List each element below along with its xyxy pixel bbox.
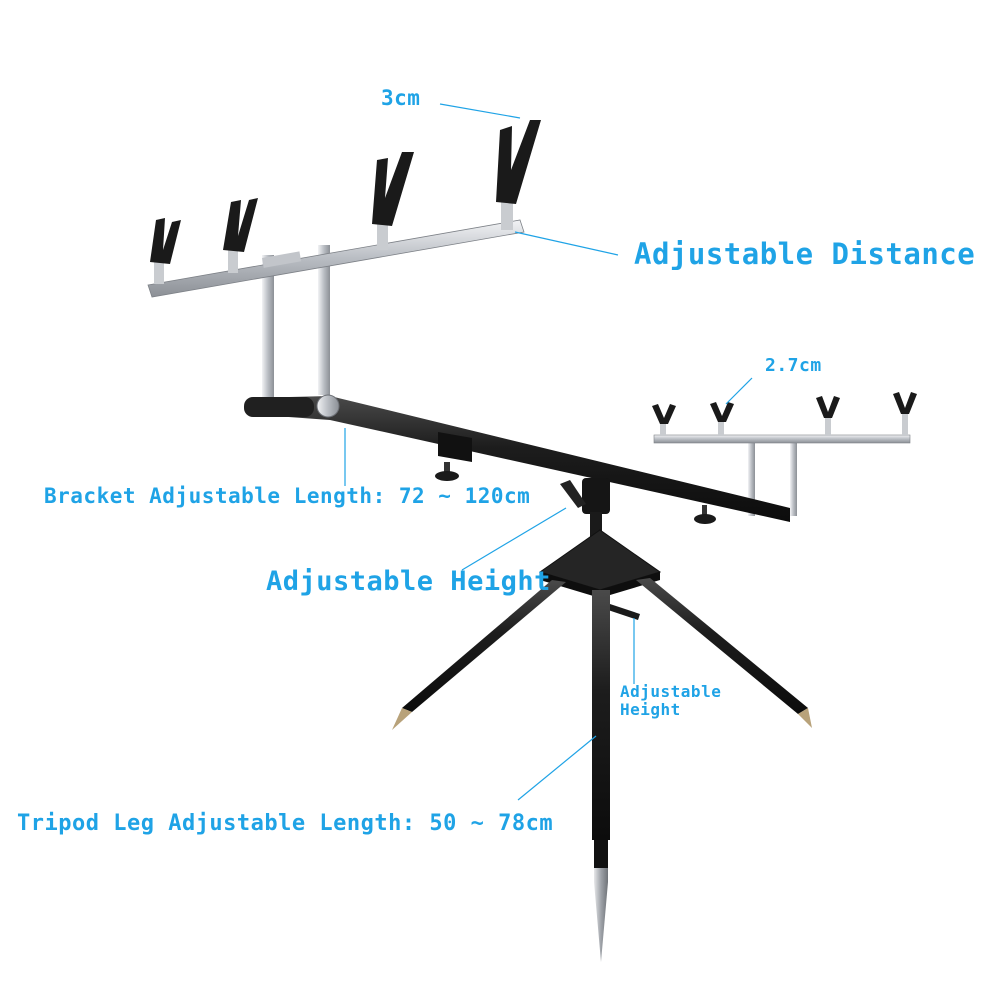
v-shaped-rod-rest-icon xyxy=(150,120,541,284)
bracket-lock-knob-right xyxy=(694,514,716,524)
tripod xyxy=(392,529,812,962)
rest-width-label: 3cm xyxy=(381,86,421,110)
center-clamp xyxy=(582,478,610,514)
rear-buzz-bar xyxy=(652,392,917,516)
bracket-lock-knob-left xyxy=(435,471,459,481)
u-shaped-rod-rest-icon xyxy=(652,392,917,436)
ground-spike-icon xyxy=(392,708,412,730)
rear-rest-width-label: 2.7cm xyxy=(765,355,822,376)
leader-tripod-leg xyxy=(517,735,597,801)
tripod-leg-center xyxy=(592,590,610,840)
adjustable-distance-label: Adjustable Distance xyxy=(634,237,976,271)
bracket-length-label: Bracket Adjustable Length: 72 ~ 120cm xyxy=(44,484,531,508)
front-upright-left xyxy=(262,255,274,405)
front-cross-bar xyxy=(147,219,525,298)
leg-height-label: Adjustable Height xyxy=(620,682,722,719)
center-leg-spike xyxy=(594,882,608,962)
bracket-end-cap xyxy=(316,394,340,418)
rear-cross-bar xyxy=(653,434,911,444)
tripod-leg-right xyxy=(636,578,808,714)
tripod-leg-length-label: Tripod Leg Adjustable Length: 50 ~ 78cm xyxy=(17,811,554,836)
adjustable-height-label: Adjustable Height xyxy=(266,566,551,597)
leader-2-7cm xyxy=(725,377,753,405)
tripod-leg-left xyxy=(402,580,566,712)
height-lock-lever xyxy=(560,480,586,508)
leader-adjustable-distance xyxy=(514,231,619,256)
leader-lines xyxy=(344,103,753,801)
main-bracket-bar xyxy=(244,394,790,542)
leader-3cm xyxy=(439,103,521,119)
bracket-end-grip xyxy=(244,397,314,417)
leader-adjustable-height xyxy=(461,507,567,571)
front-upright-right xyxy=(318,245,330,395)
bracket-tube xyxy=(248,396,790,522)
front-buzz-bar xyxy=(147,120,541,405)
